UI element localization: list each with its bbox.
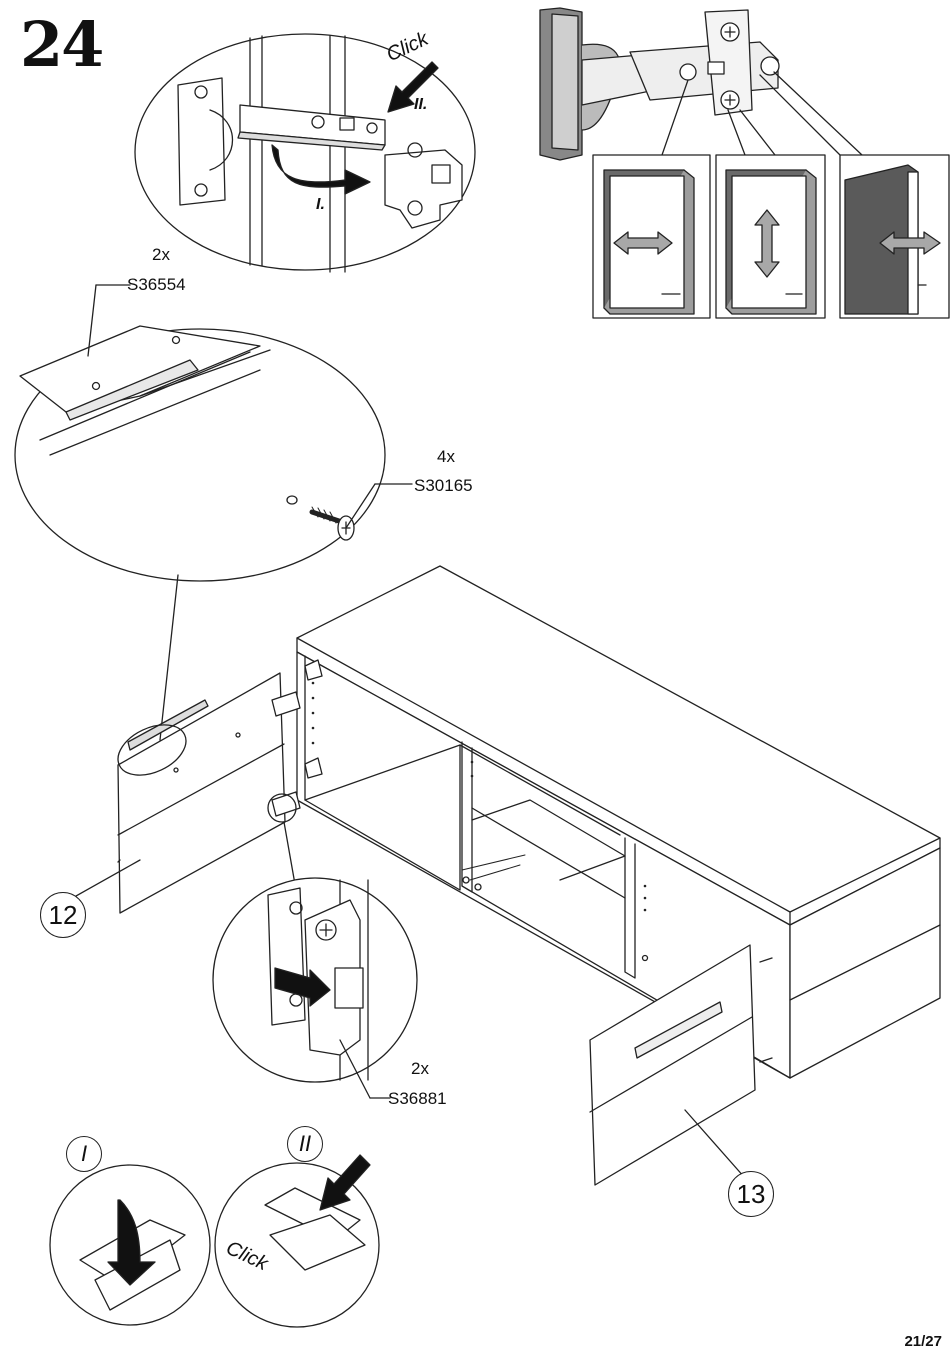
hinge-clip-inset bbox=[134, 33, 476, 273]
tv-cabinet bbox=[296, 565, 941, 1079]
drawer-front-number: 13 bbox=[728, 1171, 774, 1217]
bottom-step-second-marker: II bbox=[287, 1126, 323, 1162]
hinge-part-code: S36881 bbox=[388, 1089, 447, 1108]
screw-quantity: 4x bbox=[437, 447, 455, 466]
strip-quantity: 2x bbox=[152, 245, 170, 264]
bottom-step-first-marker: I bbox=[66, 1136, 102, 1172]
hinge-quantity: 2x bbox=[411, 1059, 429, 1078]
strip-and-screw-inset bbox=[14, 284, 413, 741]
screw-part-code: S30165 bbox=[414, 476, 473, 495]
page-number: 21/27 bbox=[904, 1333, 942, 1350]
left-door-panel bbox=[59, 672, 301, 914]
drawer-front-panel bbox=[589, 944, 756, 1186]
hinge-adjustment-detail bbox=[539, 7, 950, 319]
left-door-number: 12 bbox=[40, 892, 86, 938]
step-number: 24 bbox=[20, 8, 104, 81]
bottom-inset-first bbox=[49, 1164, 211, 1326]
hinge-step-one-label: I. bbox=[316, 196, 325, 213]
hinge-closeup-inset bbox=[212, 877, 418, 1099]
hinge-step-two-label: II. bbox=[414, 96, 428, 113]
bottom-inset-second bbox=[214, 1154, 380, 1328]
strip-part-code: S36554 bbox=[127, 275, 186, 294]
